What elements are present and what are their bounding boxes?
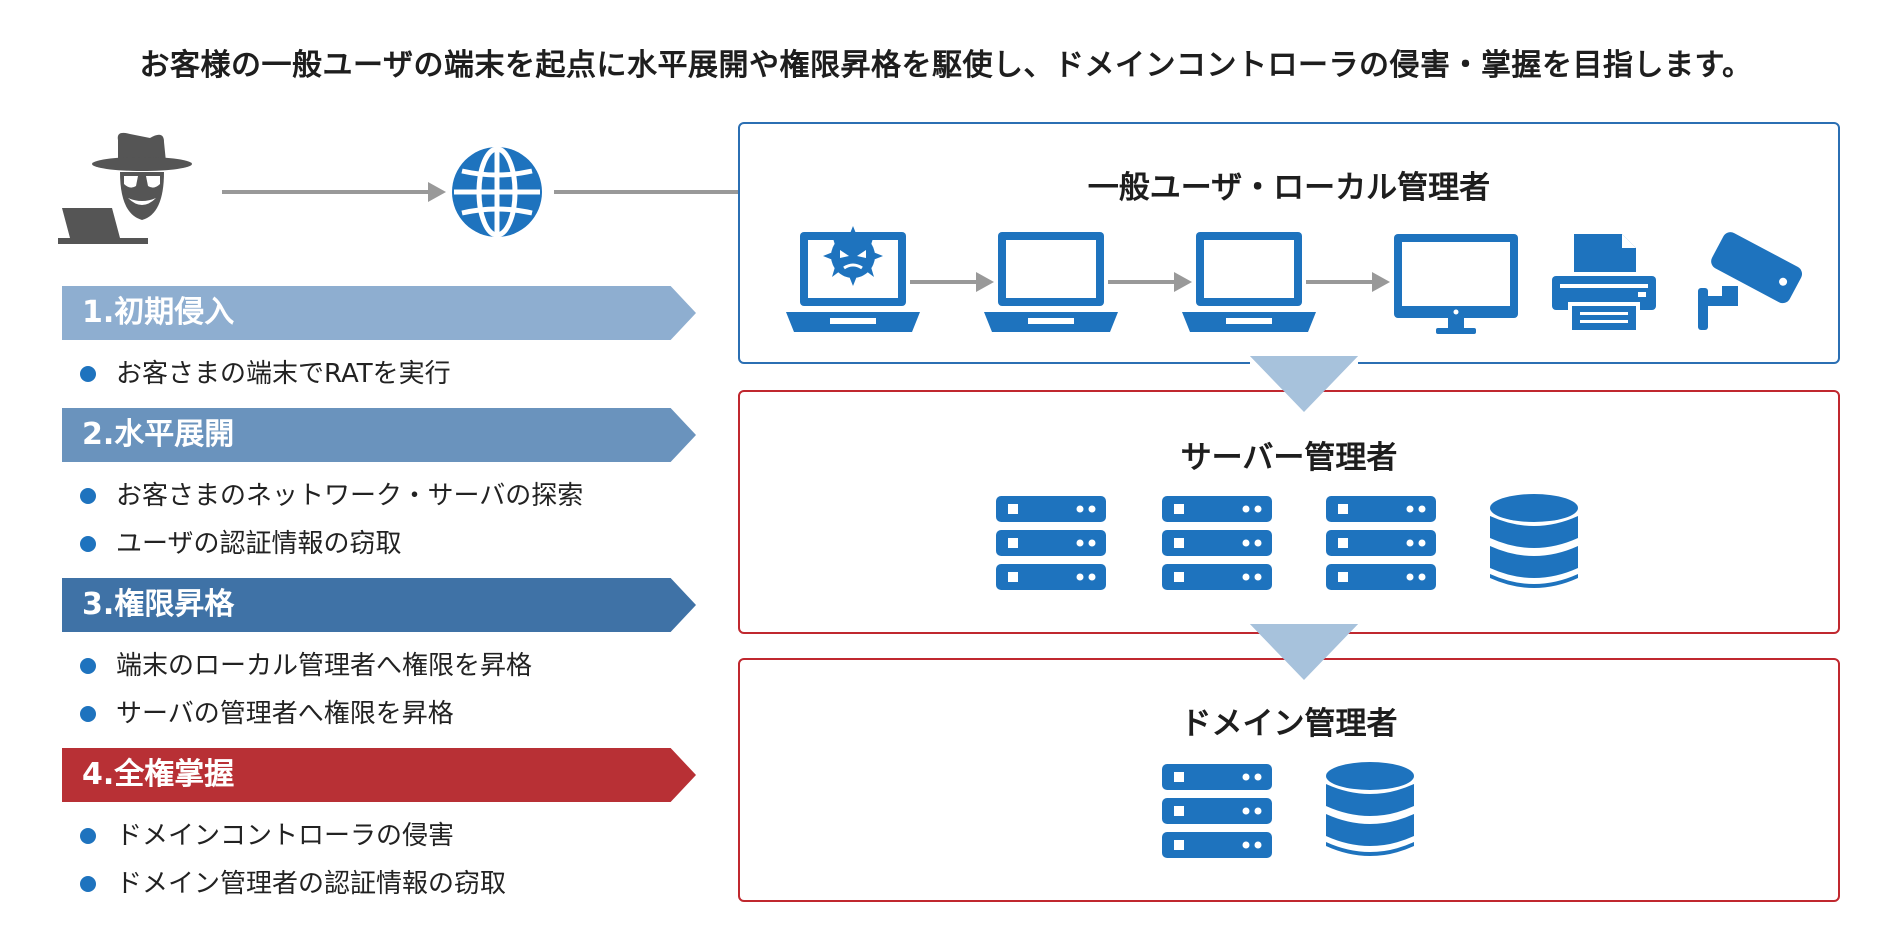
- down-arrow-overlay: [1250, 624, 1358, 680]
- domain-admin-box: ドメイン管理者: [738, 658, 1840, 902]
- database-icon: [1490, 494, 1578, 588]
- server-icon: [1162, 496, 1272, 590]
- list-item: お客さまのネットワーク・サーバの探索: [80, 480, 583, 512]
- phase-2-banner: 2.水平展開: [62, 408, 696, 462]
- phase-3-banner: 3.権限昇格: [62, 578, 696, 632]
- phase-1-banner: 1.初期侵入: [62, 286, 696, 340]
- bullet-dot: [80, 658, 96, 674]
- bullet-dot: [80, 488, 96, 504]
- server-admin-box: サーバー管理者: [738, 390, 1840, 634]
- server-icon: [996, 496, 1106, 590]
- laptop-icon: [984, 232, 1118, 332]
- laptop-icon: [1182, 232, 1316, 332]
- arrow-right: [910, 272, 994, 292]
- server-icon: [1326, 496, 1436, 590]
- list-item: ドメインコントローラの侵害: [80, 820, 454, 852]
- bullet-dot: [80, 366, 96, 382]
- list-item: サーバの管理者へ権限を昇格: [80, 698, 454, 730]
- monitor-icon: [1394, 234, 1518, 334]
- bullet-dot: [80, 828, 96, 844]
- globe-icon: [452, 146, 542, 238]
- arrow-right: [1306, 272, 1390, 292]
- server-icon: [1162, 764, 1272, 858]
- security-camera-icon: [1698, 232, 1802, 330]
- box-title: ドメイン管理者: [1180, 706, 1398, 742]
- printer-icon: [1552, 234, 1656, 332]
- box-title: サーバー管理者: [1180, 440, 1398, 476]
- hacker-with-laptop-icon: [58, 132, 192, 244]
- database-icon: [1326, 762, 1414, 856]
- phase-4-banner: 4.全権掌握: [62, 748, 696, 802]
- arrow-to-globe: [222, 182, 446, 202]
- list-item: ユーザの認証情報の窃取: [80, 528, 401, 560]
- list-item: 端末のローカル管理者へ権限を昇格: [80, 650, 532, 682]
- bullet-dot: [80, 876, 96, 892]
- page-title: お客様の一般ユーザの端末を起点に水平展開や権限昇格を駆使し、ドメインコントローラ…: [139, 48, 1753, 83]
- list-item: お客さまの端末でRATを実行: [80, 358, 451, 390]
- down-arrow-overlay: [1250, 356, 1358, 412]
- list-item: ドメイン管理者の認証情報の窃取: [80, 868, 506, 900]
- bullet-dot: [80, 536, 96, 552]
- arrow-right: [1108, 272, 1192, 292]
- infected-laptop-icon: [786, 226, 920, 332]
- bullet-dot: [80, 706, 96, 722]
- box-title: 一般ユーザ・ローカル管理者: [1087, 170, 1491, 206]
